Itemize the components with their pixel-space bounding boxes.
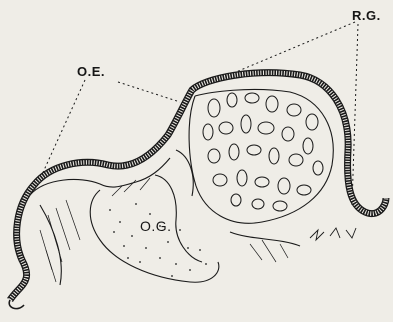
leader-rg-down: [352, 24, 358, 205]
bottom-scribbles: [310, 228, 356, 240]
outer-epithelium-band: [10, 73, 386, 300]
gland-cells: [203, 93, 323, 211]
leader-oe-right: [118, 82, 180, 102]
inner-tissue: [30, 89, 333, 285]
label-og: O.G.: [140, 218, 172, 234]
label-rg: R.G.: [352, 8, 381, 23]
outer-epithelium-stripes: [10, 73, 386, 300]
epithelium-tail: [9, 300, 24, 309]
stipple-dots: [109, 203, 207, 277]
leader-lines: [35, 22, 358, 205]
label-oe: O.E.: [77, 64, 105, 79]
